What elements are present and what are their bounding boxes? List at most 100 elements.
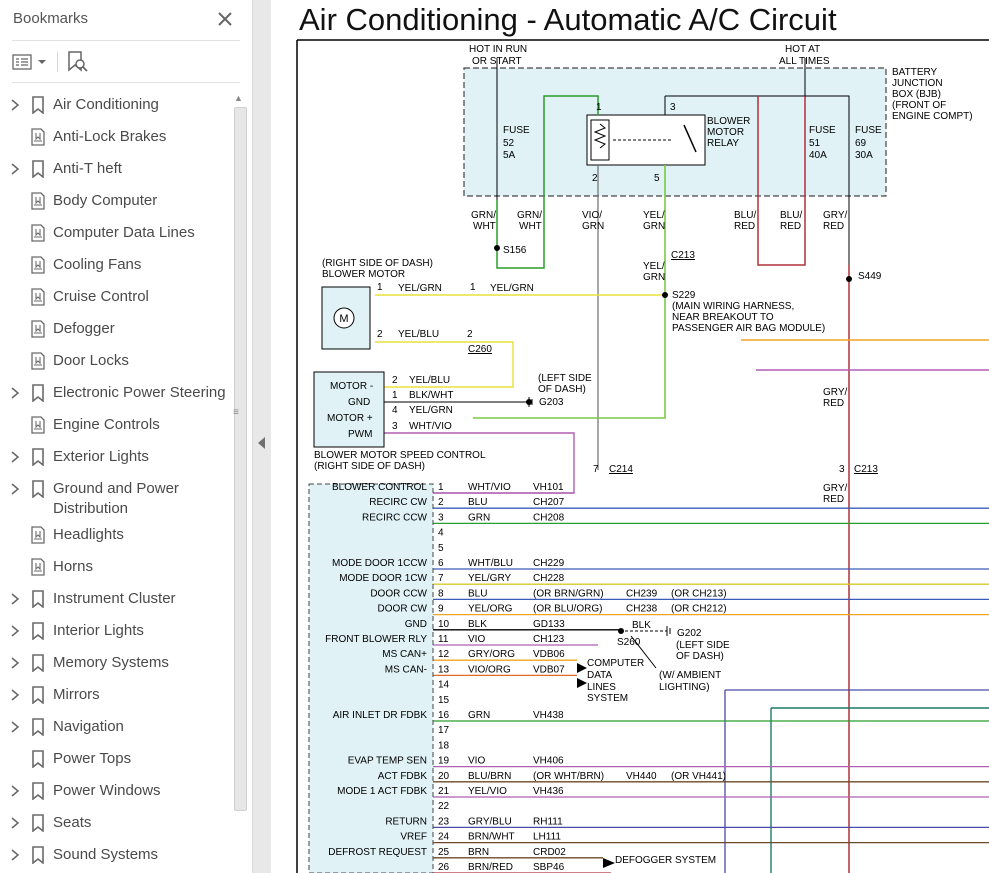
wire-color: GRN xyxy=(468,512,490,523)
pin-label: 2 xyxy=(377,329,383,340)
circuit-id: CH207 xyxy=(533,497,565,508)
bookmark-item[interactable]: Electronic Power Steering xyxy=(0,380,232,412)
bookmark-icon xyxy=(32,718,44,736)
bookmark-item[interactable]: Seats xyxy=(0,810,232,842)
chevron-right-icon[interactable] xyxy=(9,592,21,606)
label-hot-at: HOT AT xyxy=(785,44,820,55)
bookmark-item[interactable]: Cruise Control xyxy=(0,284,232,316)
pin-number: 16 xyxy=(438,710,450,721)
pin-label: 2 xyxy=(592,173,598,184)
bookmark-label: Defogger xyxy=(53,320,115,337)
pin-label: 5 xyxy=(654,173,660,184)
chevron-right-icon[interactable] xyxy=(9,816,21,830)
bookmark-label: Memory Systems xyxy=(53,654,169,671)
scroll-up-icon[interactable]: ▲ xyxy=(234,93,243,103)
pin-name: FRONT BLOWER RLY xyxy=(325,634,427,645)
scroll-thumb[interactable] xyxy=(234,107,247,811)
bookmark-icon xyxy=(32,814,44,832)
find-bookmark-icon[interactable] xyxy=(63,48,91,76)
wire-color: VIO xyxy=(468,756,485,767)
pin-label: 4 xyxy=(392,405,398,416)
bookmark-item[interactable]: Cooling Fans xyxy=(0,252,232,284)
bookmark-scrollbar[interactable]: ▲ xyxy=(232,89,247,873)
label-fuse-69: FUSE xyxy=(855,125,882,136)
bookmark-item[interactable]: Navigation xyxy=(0,714,232,746)
wire-label: YEL/BLU xyxy=(398,329,439,340)
toolbar-separator xyxy=(57,52,58,72)
label-relay-3: RELAY xyxy=(707,138,739,149)
chevron-right-icon[interactable] xyxy=(9,656,21,670)
bookmark-item[interactable]: Door Locks xyxy=(0,348,232,380)
wire-label: GRN xyxy=(582,221,604,232)
circuit-id: SBP46 xyxy=(533,862,565,873)
bookmark-item[interactable]: Anti-T heft xyxy=(0,156,232,188)
wire-color: BRN/WHT xyxy=(468,832,515,843)
pin-number: 24 xyxy=(438,832,450,843)
options-menu-icon[interactable] xyxy=(10,49,50,75)
bookmark-item[interactable]: Interior Lights xyxy=(0,618,232,650)
collapse-panel-icon[interactable] xyxy=(258,437,265,449)
bookmark-item[interactable]: Sound Systems xyxy=(0,842,232,873)
bookmark-item[interactable]: Engine Controls xyxy=(0,412,232,444)
chevron-right-icon[interactable] xyxy=(9,98,21,112)
chevron-right-icon[interactable] xyxy=(9,386,21,400)
bookmark-item[interactable]: Air Conditioning xyxy=(0,92,232,124)
circuit-alt: (OR CH213) xyxy=(671,588,727,599)
bookmark-label: Interior Lights xyxy=(53,622,144,639)
bookmark-item[interactable]: Exterior Lights xyxy=(0,444,232,476)
chevron-right-icon[interactable] xyxy=(9,848,21,862)
page-bookmark-icon xyxy=(31,256,45,274)
chevron-right-icon[interactable] xyxy=(9,624,21,638)
bookmark-item[interactable]: Mirrors xyxy=(0,682,232,714)
pin-label: 3 xyxy=(392,421,398,432)
bookmark-item[interactable]: Memory Systems xyxy=(0,650,232,682)
bookmark-label: Cooling Fans xyxy=(53,256,142,273)
pin-number: 22 xyxy=(438,801,450,812)
page-bookmark-icon xyxy=(31,416,45,434)
wire-color: YEL/GRY xyxy=(468,573,511,584)
pin-name: RECIRC CW xyxy=(369,497,427,508)
bookmark-label: Power Tops xyxy=(53,750,132,767)
bookmark-label: Electronic Power Steering xyxy=(53,384,226,401)
bookmark-item[interactable]: Body Computer xyxy=(0,188,232,220)
bookmark-item[interactable]: Power Windows xyxy=(0,778,232,810)
chevron-right-icon[interactable] xyxy=(9,688,21,702)
bookmark-icon xyxy=(32,384,44,402)
pin-label: 7 xyxy=(593,464,599,475)
splice-label: S260 xyxy=(617,637,641,648)
label-pwm: PWM xyxy=(348,429,372,440)
wire-label: BLK xyxy=(632,620,651,631)
bookmark-item[interactable]: Computer Data Lines xyxy=(0,220,232,252)
bookmark-item[interactable]: Defogger xyxy=(0,316,232,348)
panel-splitter[interactable] xyxy=(253,0,271,873)
bookmark-item[interactable]: Anti-Lock Brakes xyxy=(0,124,232,156)
circuit-id: RH111 xyxy=(533,816,563,827)
label-fuse-69-num: 69 xyxy=(855,138,867,149)
resize-grip-icon[interactable]: ≡ xyxy=(233,407,239,418)
pin-name: BLOWER CONTROL xyxy=(332,482,427,493)
label-or-start: OR START xyxy=(472,56,522,67)
bookmark-item[interactable]: Power Tops xyxy=(0,746,232,778)
pin-number: 2 xyxy=(438,497,444,508)
chevron-right-icon[interactable] xyxy=(9,720,21,734)
pin-number: 1 xyxy=(438,482,444,493)
wire-label: WHT xyxy=(519,221,542,232)
bookmark-icon xyxy=(32,160,44,178)
chevron-right-icon[interactable] xyxy=(9,162,21,176)
pin-label: 2 xyxy=(392,375,398,386)
chevron-right-icon[interactable] xyxy=(9,784,21,798)
ground-label: G202 xyxy=(677,628,702,639)
page-bookmark-icon xyxy=(31,224,45,242)
bookmark-label: Door Locks xyxy=(53,352,129,369)
chevron-right-icon[interactable] xyxy=(9,450,21,464)
bookmark-item[interactable]: Headlights xyxy=(0,522,232,554)
bookmark-item[interactable]: Instrument Cluster xyxy=(0,586,232,618)
bookmark-item[interactable]: Horns xyxy=(0,554,232,586)
pin-label: 1 xyxy=(596,102,602,113)
chevron-right-icon[interactable] xyxy=(9,482,21,496)
label-blower-motor-1: (RIGHT SIDE OF DASH) xyxy=(322,258,433,269)
circuit-alt: (OR VH441) xyxy=(671,771,726,782)
page-bookmark-icon xyxy=(31,352,45,370)
close-icon[interactable] xyxy=(214,8,236,30)
